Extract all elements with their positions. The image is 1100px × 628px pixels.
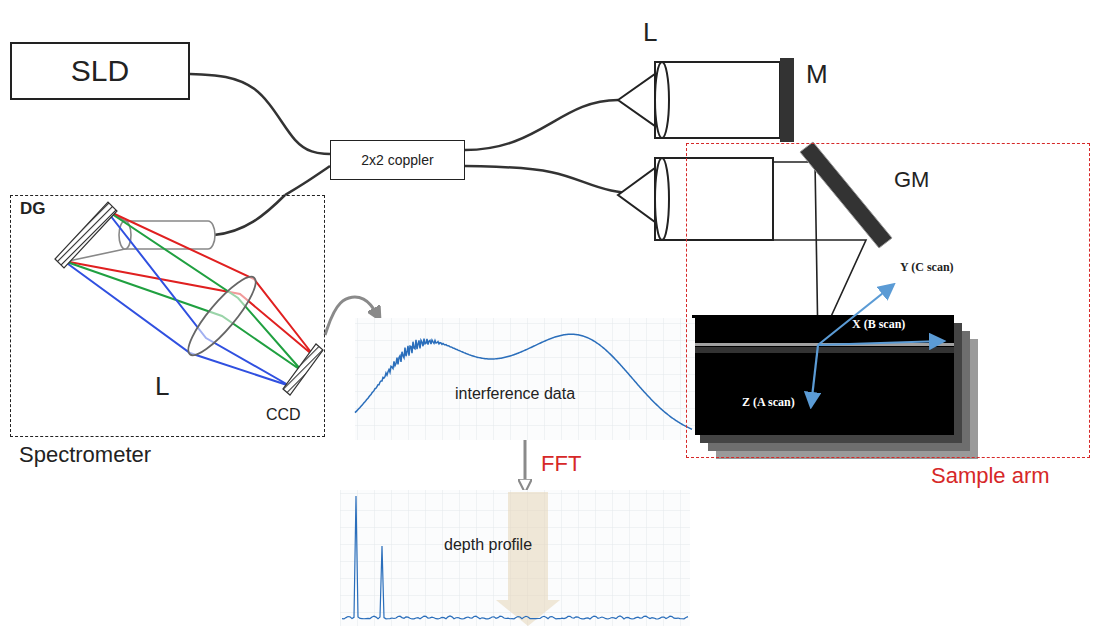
region-heading: Spectrometer [19, 442, 151, 467]
ccd-label: CCD [266, 406, 301, 424]
axis-label: Y (C scan) [900, 261, 954, 274]
source-box: SLD [10, 42, 190, 100]
grating-label: DG [20, 200, 46, 219]
watermark-arrow [496, 492, 560, 626]
x-axis [818, 341, 943, 345]
lens-cone [618, 168, 655, 222]
spectrometer-lens [180, 269, 264, 362]
plot-panel: depth profile [340, 490, 690, 626]
axis-label: Z (A scan) [742, 396, 795, 409]
plot-label: depth profile [444, 536, 532, 554]
axis-label: X (B scan) [852, 318, 905, 331]
y-axis [818, 285, 893, 345]
optical-fiber [285, 166, 330, 195]
plot-label: interference data [455, 385, 575, 403]
collimator-lens [655, 158, 669, 240]
flow-arrow [524, 440, 527, 490]
ccd-sensor [283, 344, 323, 395]
spectral-rays [64, 210, 314, 386]
red-ray [64, 210, 314, 356]
plot-grid [355, 318, 695, 440]
galvo-label: GM [894, 168, 929, 192]
lens-label: L [155, 372, 169, 401]
oct-image [692, 315, 954, 435]
interference-curve [355, 334, 692, 429]
z-axis [811, 345, 818, 406]
depth-curve [342, 496, 688, 619]
sample-arm-region: Sample arm [686, 143, 1090, 458]
blue-ray [64, 210, 290, 386]
box-label: SLD [71, 54, 129, 89]
spectrometer-region: Spectrometer [10, 195, 325, 437]
edge-label: FFT [541, 451, 581, 476]
galvo-mirror [800, 142, 892, 248]
spectrometer-fiber [214, 195, 285, 235]
collimator-tube [655, 62, 780, 138]
tissue-layer [692, 347, 954, 353]
collimator-lens [655, 62, 669, 138]
box-label: 2x2 coppler [361, 152, 433, 168]
plot-panel: interference data [355, 318, 695, 440]
diffraction-grating [55, 202, 117, 268]
optical-fiber [190, 74, 330, 154]
lens-label: L [643, 18, 657, 47]
region-heading: Sample arm [931, 463, 1050, 488]
plot-grid [340, 490, 690, 626]
coupler-box: 2x2 coppler [330, 140, 465, 180]
reference-fiber [465, 100, 618, 150]
collimator-tube [655, 158, 773, 240]
lens-cone [618, 74, 655, 126]
reference-mirror [780, 58, 794, 142]
mirror-label: M [806, 60, 828, 89]
